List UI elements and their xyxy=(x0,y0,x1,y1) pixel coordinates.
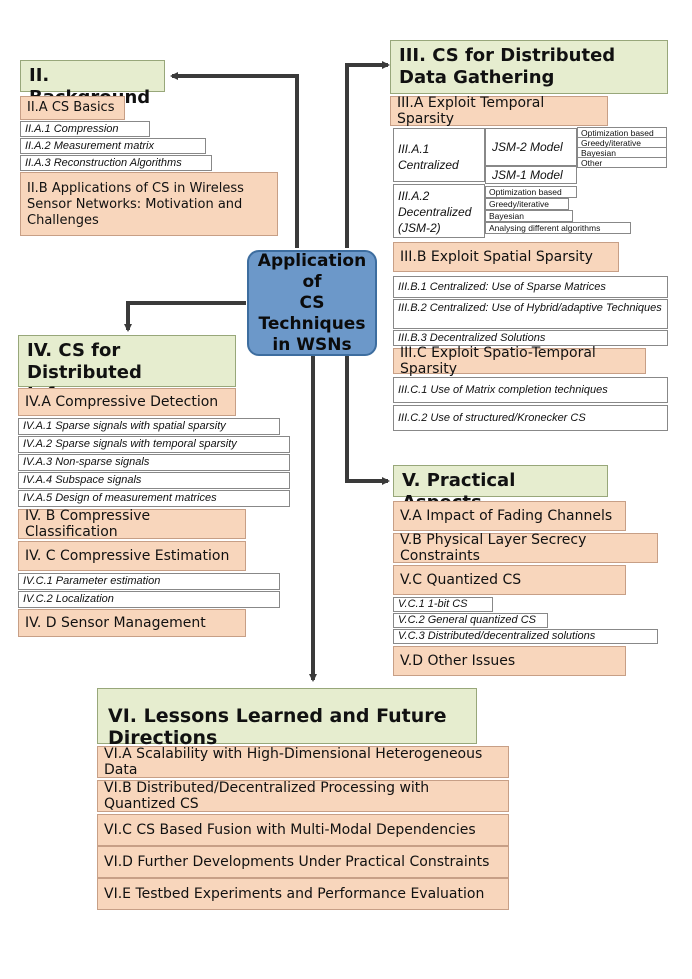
detection-box: IV.A Compressive Detection xyxy=(18,388,236,416)
detection-sub-2: IV.A.2 Sparse signals with temporal spar… xyxy=(18,436,290,453)
decentralized-box: III.A.2 Decentralized (JSM-2) xyxy=(393,184,485,238)
spatial-sparsity-box: III.B Exploit Spatial Sparsity xyxy=(393,242,619,272)
centralized-box: III.A.1 Centralized xyxy=(393,128,485,182)
center-line-4: in WSNs xyxy=(272,334,352,355)
detection-sub-4: IV.A.4 Subspace signals xyxy=(18,472,290,489)
classification-box: IV. B Compressive Classification xyxy=(18,508,246,540)
cs-basics-box: II.A CS Basics xyxy=(20,96,125,120)
background-sub-1: II.A.1 Compression xyxy=(20,121,150,137)
lessons-item-5: VI.E Testbed Experiments and Performance… xyxy=(97,878,509,910)
lessons-item-2: VI.B Distributed/Decentralized Processin… xyxy=(97,780,509,812)
arrow-to-gathering xyxy=(345,61,390,248)
decentralized-item-4: Analysing different algorithms xyxy=(485,222,631,234)
decentralized-item-2: Greedy/iterative xyxy=(485,198,569,210)
lessons-item-3: VI.C CS Based Fusion with Multi-Modal De… xyxy=(97,814,509,846)
secrecy-box: V.B Physical Layer Secrecy Constraints xyxy=(393,532,658,564)
inference-heading: IV. CS for Distributed Inference xyxy=(18,335,236,405)
decentralized-item-1: Optimization based xyxy=(485,186,577,198)
detection-sub-3: IV.A.3 Non-sparse signals xyxy=(18,454,290,471)
other-issues-box: V.D Other Issues xyxy=(393,646,626,676)
jsm2-item-4: Other xyxy=(577,157,667,168)
jsm2-box: JSM-2 Model xyxy=(485,128,577,166)
spatiotemporal-sub-2: III.C.2 Use of structured/Kronecker CS xyxy=(393,405,668,431)
quantized-sub-3: V.C.3 Distributed/decentralized solution… xyxy=(393,629,658,644)
spatial-sub-1: III.B.1 Centralized: Use of Sparse Matri… xyxy=(393,276,668,298)
background-sub-2: II.A.2 Measurement matrix xyxy=(20,138,206,154)
arrow-to-inference xyxy=(124,301,246,332)
gathering-heading: III. CS for Distributed Data Gathering xyxy=(390,40,668,94)
practical-heading: V. Practical Aspects xyxy=(393,465,608,513)
spatial-sub-3: III.B.3 Decentralized Solutions xyxy=(393,330,668,346)
estimation-box: IV. C Compressive Estimation xyxy=(18,541,246,571)
arrow-to-background xyxy=(170,72,299,248)
spatiotemporal-sub-1: III.C.1 Use of Matrix completion techniq… xyxy=(393,377,668,403)
applications-box: II.B Applications of CS in Wireless Sens… xyxy=(20,172,278,236)
lessons-item-1: VI.A Scalability with High-Dimensional H… xyxy=(97,746,509,778)
detection-sub-5: IV.A.5 Design of measurement matrices xyxy=(18,490,290,507)
lessons-heading: VI. Lessons Learned and Future Direction… xyxy=(97,688,477,749)
arrow-to-practical xyxy=(345,356,390,485)
estimation-sub-1: IV.C.1 Parameter estimation xyxy=(18,573,280,590)
center-line-1: Application of xyxy=(257,250,367,292)
lessons-item-4: VI.D Further Developments Under Practica… xyxy=(97,846,509,878)
jsm1-box: JSM-1 Model xyxy=(485,166,577,184)
decentralized-item-3: Bayesian xyxy=(485,210,573,222)
quantized-box: V.C Quantized CS xyxy=(393,565,626,595)
temporal-sparsity-box: III.A Exploit Temporal Sparsity xyxy=(390,95,608,127)
background-heading: II. Background xyxy=(20,60,165,108)
center-line-3: Techniques xyxy=(258,313,366,334)
detection-sub-1: IV.A.1 Sparse signals with spatial spars… xyxy=(18,418,280,435)
spatial-sub-2: III.B.2 Centralized: Use of Hybrid/adapt… xyxy=(393,299,668,329)
center-node: Application of CS Techniques in WSNs xyxy=(247,250,377,356)
center-line-2: CS xyxy=(299,292,325,313)
background-sub-3: II.A.3 Reconstruction Algorithms xyxy=(20,155,212,171)
fading-box: V.A Impact of Fading Channels xyxy=(393,501,626,531)
spatiotemporal-box: III.C Exploit Spatio-Temporal Sparsity xyxy=(393,345,646,377)
estimation-sub-2: IV.C.2 Localization xyxy=(18,591,280,608)
quantized-sub-1: V.C.1 1-bit CS xyxy=(393,597,493,612)
sensor-management-box: IV. D Sensor Management xyxy=(18,609,246,637)
quantized-sub-2: V.C.2 General quantized CS xyxy=(393,613,548,628)
